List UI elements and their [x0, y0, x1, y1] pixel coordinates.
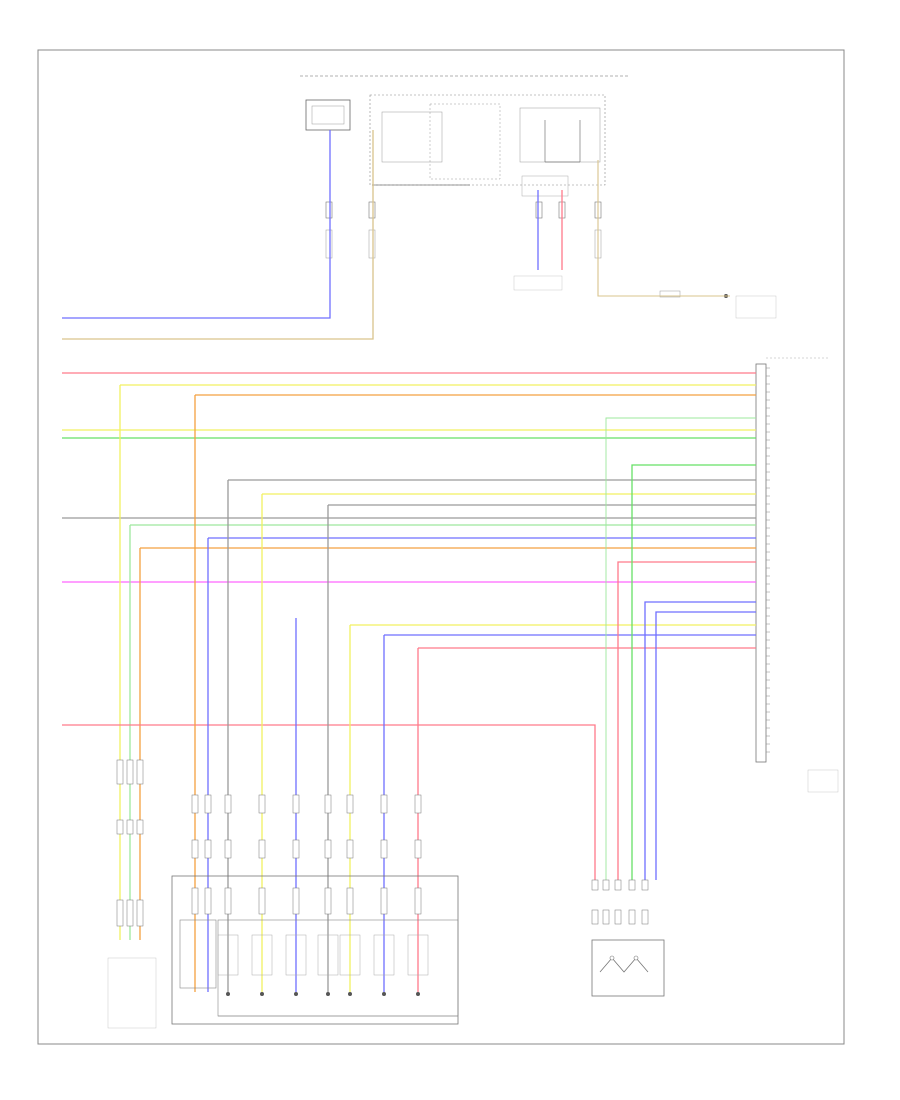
shifter-connector — [614, 909, 622, 925]
wire-connector — [380, 794, 388, 814]
sensor-connector — [126, 759, 134, 785]
wire-connector — [204, 887, 212, 915]
shifter-connector — [641, 909, 649, 925]
sensor-connector — [126, 899, 134, 927]
wire-connector — [380, 887, 388, 915]
solenoid — [251, 934, 273, 976]
ground-point — [260, 992, 264, 996]
wire-blue-shifter — [644, 601, 756, 880]
sensor-connector — [116, 759, 124, 785]
speed-sensor — [107, 957, 157, 1029]
solenoid-group — [217, 934, 429, 996]
wire-connector — [346, 794, 354, 814]
control-valve-body — [171, 875, 459, 1025]
cluster-module-box — [305, 99, 351, 131]
wire-connector — [258, 839, 266, 859]
wire-connector — [224, 794, 232, 814]
cluster-connectors — [325, 201, 602, 259]
shifter-connector — [602, 909, 610, 925]
sensor-connector — [136, 899, 144, 927]
diagram-frame — [37, 49, 845, 1045]
solenoid — [317, 934, 339, 976]
wire-connector — [346, 839, 354, 859]
solenoid — [373, 934, 395, 976]
solenoid — [407, 934, 429, 976]
ground-point — [326, 992, 330, 996]
wire-green-shifter — [631, 464, 756, 880]
sensor-connector — [126, 819, 134, 835]
wire-connector — [324, 794, 332, 814]
wire-connector — [292, 887, 300, 915]
wire-blue-shifter-2 — [655, 611, 756, 880]
shifter-connector — [628, 879, 636, 891]
wire-connector — [224, 839, 232, 859]
wire-cluster-olive — [597, 160, 730, 297]
wire-connector — [414, 794, 422, 814]
wire-connector — [292, 794, 300, 814]
shifter-connector — [614, 879, 622, 891]
sensor-connector — [116, 899, 124, 927]
ground-point — [226, 992, 230, 996]
ground-point — [416, 992, 420, 996]
shifter-connector — [591, 909, 599, 925]
ground-point — [348, 992, 352, 996]
wire-connector — [380, 839, 388, 859]
wire-connector — [191, 794, 199, 814]
sensor-connector — [136, 759, 144, 785]
shifter-connector — [602, 879, 610, 891]
ground-point — [382, 992, 386, 996]
wire-connector — [292, 839, 300, 859]
solenoid — [339, 934, 361, 976]
wire-connector — [191, 839, 199, 859]
wire-cluster-tan — [62, 130, 374, 340]
wire-connector — [258, 887, 266, 915]
wire-connector — [324, 839, 332, 859]
shifter-connector — [591, 879, 599, 891]
sensor-connector — [116, 819, 124, 835]
wire-connector — [324, 887, 332, 915]
wire-connector — [204, 794, 212, 814]
connector-pins — [766, 367, 770, 753]
shifter-connector — [641, 879, 649, 891]
wire-connector — [346, 887, 354, 915]
ground-point — [294, 992, 298, 996]
wire-connector — [414, 887, 422, 915]
wire-connector — [224, 887, 232, 915]
wire-red-shifter — [617, 561, 756, 880]
wire-red-lower — [62, 724, 596, 880]
wire-lightgreen-shifter — [605, 417, 756, 880]
shifter-switch — [591, 939, 665, 997]
solenoid — [285, 934, 307, 976]
sensor-connector — [136, 819, 144, 835]
wire-harness — [62, 130, 756, 992]
wire-connector — [191, 887, 199, 915]
wire-connector — [204, 839, 212, 859]
shifter-connector — [628, 909, 636, 925]
wire-cluster-blue — [62, 130, 331, 319]
solenoid — [217, 934, 239, 976]
ecm-connector-strip — [755, 357, 839, 793]
wire-connector — [258, 794, 266, 814]
wire-connector — [414, 839, 422, 859]
